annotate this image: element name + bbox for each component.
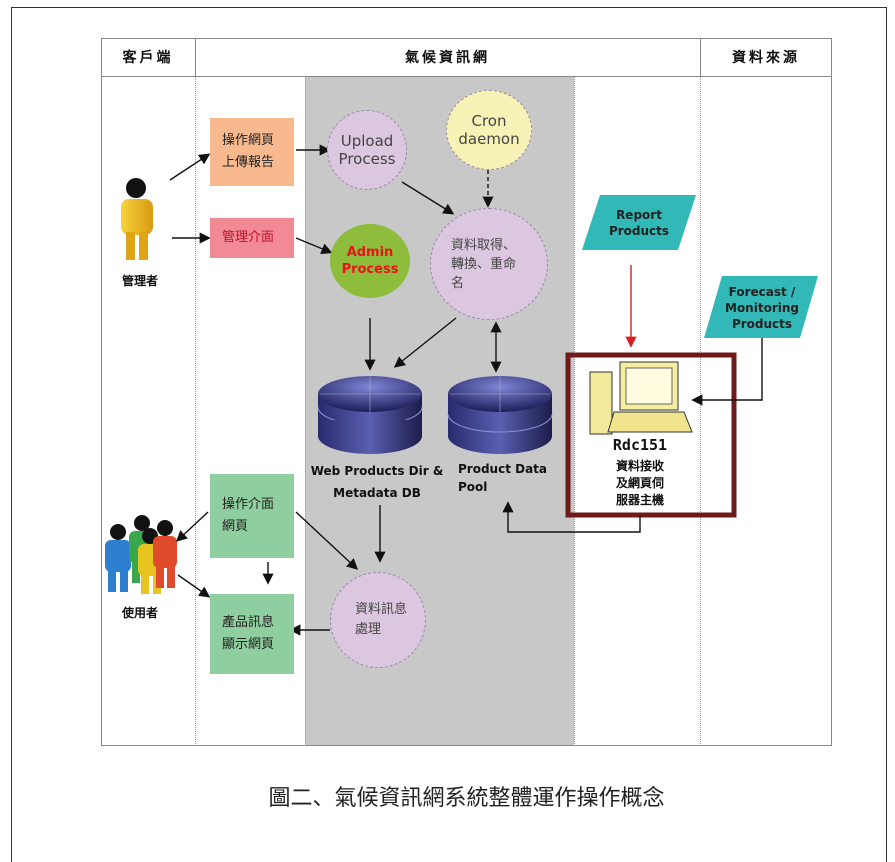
upload-report-line2: 上傳報告 [222,155,275,170]
header-network: 氣候資訊網 [405,50,490,66]
server-desc-line1: 資料接收 [615,459,664,473]
lane-divider [195,76,196,746]
data-info-processing-node: 資料訊息 處理 [330,572,426,668]
data-fetch-convert-node: 資料取得、 轉換、重命 名 [430,208,548,320]
forecast-products-label: Forecast / Monitoring Products [708,282,816,334]
product-pool-line1: Product Data [458,462,548,476]
web-products-db-line1: Web Products Dir & [310,464,444,478]
header-source: 資料來源 [732,50,800,66]
product-display-line1: 產品訊息 [222,615,275,630]
upload-process-line1: Upload [340,132,394,150]
operation-ui-web-box[interactable]: 操作介面 網頁 [210,474,294,558]
forecast-products-shape [704,276,818,338]
header-client: 客戶端 [122,50,174,66]
product-display-line2: 顯示網頁 [222,637,275,652]
admin-interface-box[interactable]: 管理介面 [210,218,294,258]
web-products-db-line2: Metadata DB [333,486,421,500]
server-desc-line2: 及網頁伺 [615,476,664,490]
operation-ui-line1: 操作介面 [222,497,275,512]
users-group-icon [105,515,177,594]
server-name: Rdc151 [612,436,668,454]
upload-report-line1: 操作網頁 [222,133,275,148]
admin-process-line2: Process [341,262,399,277]
header-separator [700,38,701,76]
user-label: 使用者 [121,606,158,620]
product-pool-line2: Pool [458,480,488,494]
server-highlight-frame [565,352,737,518]
admin-interface-label: 管理介面 [222,230,275,245]
data-fetch-line2: 轉換、重命 [451,256,517,272]
server-desc-line3: 服器主機 [615,493,664,507]
upload-process-line2: Process [338,150,396,168]
diagram-frame [101,38,832,746]
forecast-products-line1: Forecast / [728,285,796,299]
upload-process-node: Upload Process [327,110,407,190]
forecast-products-line3: Products [731,317,793,331]
upload-report-web-box[interactable]: 操作網頁 上傳報告 [210,118,294,186]
header-divider [101,76,832,77]
product-pool-database-icon [447,376,553,454]
data-fetch-line3: 名 [451,275,465,291]
report-products-line2: Products [608,224,670,238]
product-display-web-box[interactable]: 產品訊息 顯示網頁 [210,594,294,674]
server-description: 資料接收 及網頁伺 服器主機 [592,458,688,509]
report-products-label: Report Products [586,200,692,246]
figure-caption: 圖二、氣候資訊網系統整體運作操作概念 [268,786,665,811]
lane-divider [574,76,575,746]
lane-divider [700,76,701,746]
cron-daemon-line1: Cron [471,112,507,130]
data-info-line1: 資料訊息 [355,602,408,617]
outer-frame [11,7,887,862]
forecast-products-line2: Monitoring [725,301,799,315]
product-pool-label: Product Data Pool [458,460,558,496]
report-products-line1: Report [616,208,662,222]
data-info-line2: 處理 [355,622,382,637]
web-products-database-icon [317,376,423,454]
lane-divider [305,76,306,746]
web-products-db-label: Web Products Dir & Metadata DB [308,460,446,504]
report-products-shape [582,195,696,250]
cron-daemon-node: Cron daemon [446,90,532,170]
admin-process-line1: Admin [346,245,394,260]
data-fetch-line1: 資料取得、 [451,237,517,253]
admin-person-icon [121,178,153,260]
cron-daemon-line2: daemon [458,130,520,148]
admin-process-node: Admin Process [330,224,410,298]
operation-ui-line2: 網頁 [222,519,249,534]
admin-label: 管理者 [121,274,158,288]
header-separator [195,38,196,76]
computer-icon [589,361,693,435]
